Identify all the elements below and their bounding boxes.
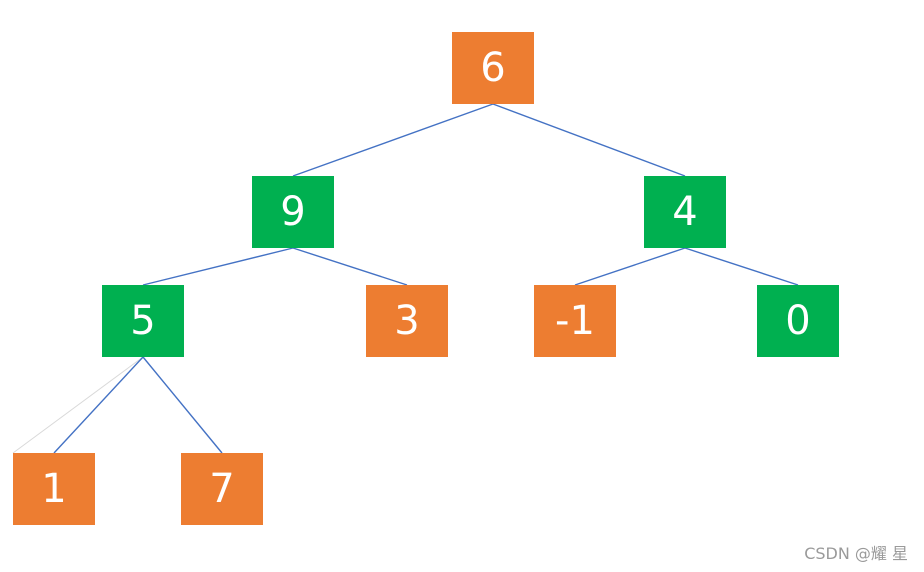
tree-node: 0	[757, 285, 839, 357]
edge-6-9	[292, 103, 494, 177]
tree-node: 9	[252, 176, 334, 248]
tree-node: 7	[181, 453, 263, 525]
tree-node: 1	[13, 453, 95, 525]
tree-node: 4	[644, 176, 726, 248]
edge-4-m1	[574, 247, 686, 286]
edge-5-1	[53, 356, 144, 454]
tree-node-root: 6	[452, 32, 534, 104]
tree-node: -1	[534, 285, 616, 357]
watermark-text: CSDN @耀 星	[804, 544, 908, 563]
tree-node: 3	[366, 285, 448, 357]
edge-5-7	[142, 356, 223, 454]
edge-9-5	[142, 247, 294, 286]
edge-4-0	[684, 247, 799, 286]
edge-6-4	[492, 103, 686, 177]
edge-9-3	[292, 247, 408, 286]
edge-5-1-faint	[12, 356, 144, 454]
tree-node: 5	[102, 285, 184, 357]
